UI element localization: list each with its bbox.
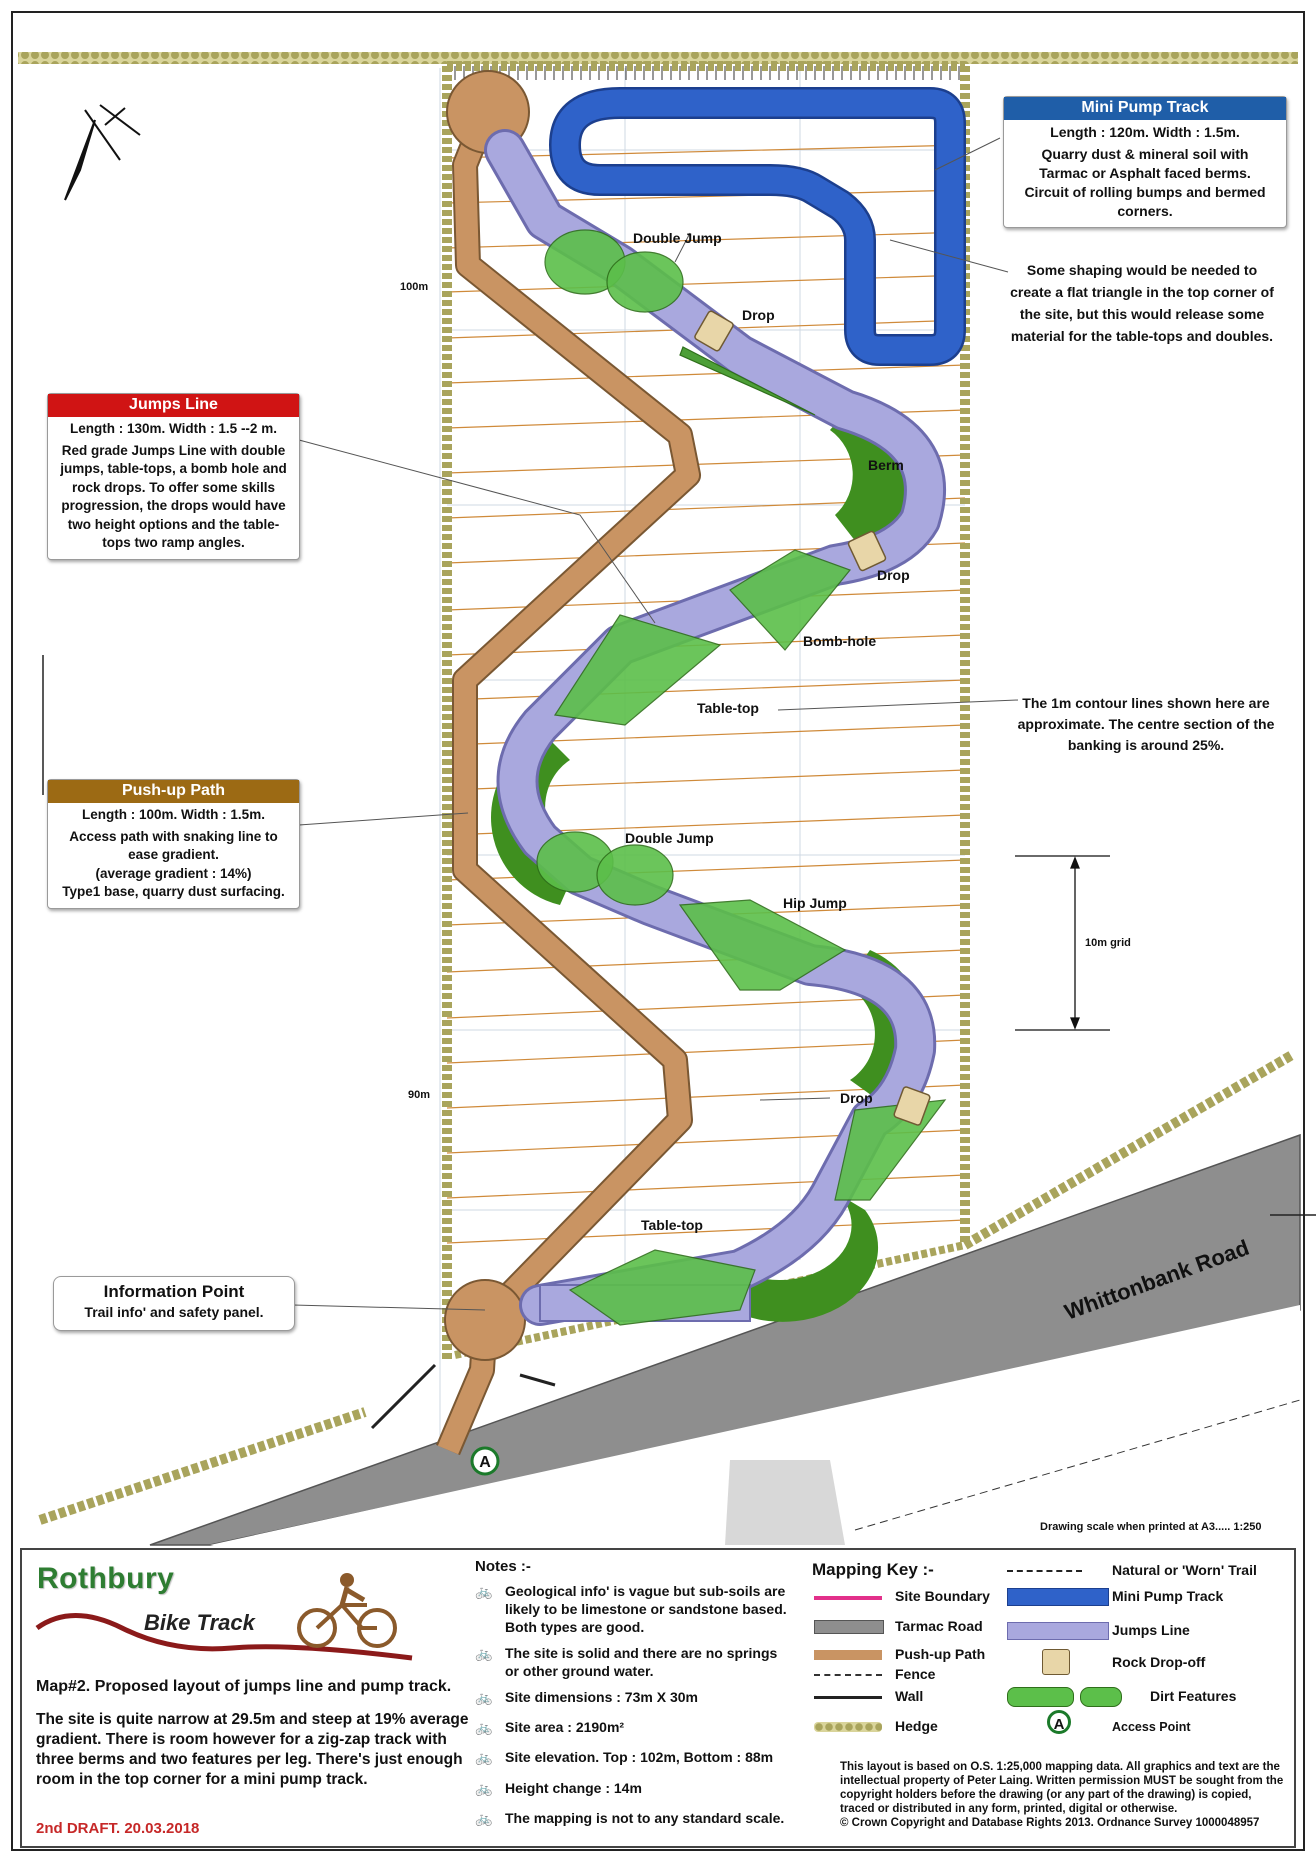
key-swatch-site-boundary [814,1596,882,1600]
svg-text:Some shaping would be needed t: Some shaping would be needed to [1027,262,1257,278]
label-double-jump-mid: Double Jump [625,830,714,846]
key-natural-trail: Natural or 'Worn' Trail [1112,1562,1257,1578]
svg-text:approximate. The centre sectio: approximate. The centre section of the [1018,716,1275,732]
rock-drop-icon [1042,1649,1070,1675]
bicycle-icon: 🚲 [475,1645,493,1661]
svg-text:the site, but this would relea: the site, but this would release some [1020,306,1264,322]
bicycle-icon: 🚲 [475,1810,493,1826]
label-table-top-1: Table-top [697,700,759,716]
key-rock-drop: Rock Drop-off [1112,1654,1206,1670]
wall-lines [370,1363,556,1430]
callout-mini-pump-track: Mini Pump Track Length : 120m. Width : 1… [1003,96,1287,228]
key-hedge: Hedge [895,1718,938,1734]
callout-title: Jumps Line [48,394,299,417]
svg-text:create a flat triangle in the: create a flat triangle in the top corner… [1010,284,1274,300]
key-site-boundary: Site Boundary [895,1588,990,1604]
cyclist-icon [297,1573,397,1648]
bicycle-icon: 🚲 [475,1583,493,1599]
callout-title: Mini Pump Track [1004,97,1286,120]
key-dirt-features: Dirt Features [1150,1688,1237,1704]
callout-title: Information Point [103,1282,245,1301]
callout-information-point: Information Point Trail info' and safety… [53,1276,295,1331]
label-berm: Berm [868,457,904,473]
bicycle-icon: 🚲 [475,1780,493,1796]
site-hedge-boundary [442,61,970,1360]
label-bomb-hole: Bomb-hole [803,633,876,649]
key-swatch-push-up [814,1650,882,1660]
label-drop-1: Drop [742,307,775,323]
key-push-up-path: Push-up Path [895,1646,986,1662]
svg-text:banking is around 25%.: banking is around 25%. [1068,737,1224,753]
map-number: Map#2. Proposed layout of jumps line and… [36,1678,452,1695]
label-drop-3: Drop [840,1090,873,1106]
note-item: 🚲Site dimensions : 73m X 30m [475,1689,698,1705]
key-tarmac-road: Tarmac Road [895,1618,983,1634]
key-wall: Wall [895,1688,924,1704]
dirt-features [536,229,947,1326]
key-swatch-wall [814,1696,882,1699]
hedge-top [18,52,1298,64]
access-point-icon: A [1047,1710,1071,1734]
key-access-point: Access Point [1112,1720,1191,1734]
legend-title: Rothbury [37,1562,175,1595]
callout-title: Push-up Path [48,780,299,803]
key-swatch-pump-track [1007,1588,1109,1606]
note-item: 🚲Site area : 2190m² [475,1719,625,1735]
notes-heading: Notes :- [475,1558,531,1575]
dirt-feature-icon [1007,1687,1074,1707]
key-swatch-tarmac [814,1620,884,1634]
feature-labels: Double Jump Drop Berm Drop Bomb-hole Tab… [400,230,910,1233]
note-item: 🚲Height change : 14m [475,1780,642,1796]
label-contour-100: 100m [400,281,428,293]
north-arrow-icon [64,104,141,201]
scale-note: Drawing scale when printed at A3..... 1:… [1040,1521,1262,1533]
leader-lines [292,137,1019,1311]
bicycle-icon: 🚲 [475,1749,493,1765]
access-point-label: A [479,1454,491,1471]
draft-label: 2nd DRAFT. 20.03.2018 [36,1820,200,1837]
label-hip-jump: Hip Jump [783,895,847,911]
grid-scale: 10m grid [1015,855,1131,1031]
key-swatch-fence [814,1674,882,1676]
key-swatch-jumps-line [1007,1622,1109,1640]
pump-track-note: Some shaping would be needed to create a… [1010,262,1274,344]
key-heading: Mapping Key :- [812,1560,934,1579]
key-swatch-hedge [814,1722,882,1732]
note-item: 🚲The mapping is not to any standard scal… [475,1810,785,1826]
label-table-top-2: Table-top [641,1217,703,1233]
legend-panel: Rothbury Bike Track Map#2. Proposed layo… [20,1548,1296,1848]
map-description: The site is quite narrow at 29.5m and st… [36,1711,469,1788]
hedge-diagonal [38,1050,1295,1525]
note-item: 🚲Site elevation. Top : 102m, Bottom : 88… [475,1749,774,1765]
access-point[interactable]: A [470,1446,500,1476]
note-item: 🚲The site is solid and there are no spri… [475,1645,778,1679]
key-fence: Fence [895,1666,936,1682]
note-item: 🚲Geological info' is vague but sub-soils… [475,1583,787,1635]
copyright-note: This layout is based on O.S. 1:25,000 ma… [840,1761,1284,1829]
svg-text:The 1m contour lines shown her: The 1m contour lines shown here are [1022,695,1270,711]
callout-push-up-path: Push-up Path Length : 100m. Width : 1.5m… [47,779,300,909]
bicycle-icon: 🚲 [475,1719,493,1735]
grid-label: 10m grid [1085,937,1131,949]
legend-subtitle: Bike Track [144,1610,255,1635]
label-double-jump-top: Double Jump [633,230,722,246]
whittonbank-road: Whittonbank Road [149,1133,1316,1546]
mini-pump-track [549,87,966,366]
key-swatch-natural-trail [1007,1570,1082,1572]
key-jumps-line: Jumps Line [1112,1622,1190,1638]
label-drop-2: Drop [877,567,910,583]
fence-top [454,66,960,80]
contour-note: The 1m contour lines shown here are appr… [1018,695,1275,753]
bicycle-icon: 🚲 [475,1689,493,1705]
svg-text:material for the table-tops an: material for the table-tops and doubles. [1011,328,1273,344]
callout-jumps-line: Jumps Line Length : 130m. Width : 1.5 --… [47,393,300,560]
push-up-path [436,70,701,1456]
rock-drops [694,310,931,1126]
key-mini-pump-track: Mini Pump Track [1112,1588,1224,1604]
double-jump-icon [1080,1687,1122,1707]
label-contour-90: 90m [408,1089,430,1101]
title-swoosh [35,1613,413,1661]
